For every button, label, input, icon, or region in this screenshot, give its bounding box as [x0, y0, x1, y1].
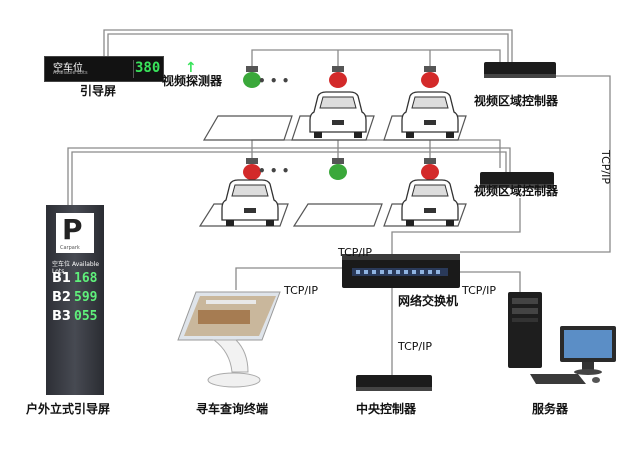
- guidance-sign: 空车位 Available Lots 380 ↑: [44, 56, 197, 82]
- kiosk-terminal: [177, 291, 281, 388]
- up-arrow-icon: ↑: [185, 60, 197, 76]
- tcpip-label-bottom: TCP/IP: [398, 340, 432, 353]
- sign-divider: [133, 60, 134, 78]
- zone-controller-2-label: 视频区域控制器: [474, 184, 559, 198]
- tcpip-label-top: TCP/IP: [338, 246, 372, 259]
- car-icon: [309, 91, 367, 138]
- detector-camera-4: [243, 158, 261, 180]
- guidance-sign-label: 引导屏: [80, 84, 117, 98]
- network-switch-label: 网络交换机: [398, 294, 459, 308]
- outdoor-tower-label: 户外立式引导屏: [26, 402, 111, 416]
- parking-space-row2-2: [292, 203, 383, 227]
- ellipsis-row2: • • •: [258, 164, 290, 178]
- tower-level: B1: [52, 271, 71, 286]
- video-zone-controller-1: [484, 62, 556, 78]
- zone-controller-1-label: 视频区域控制器: [474, 94, 559, 108]
- detector-camera-3: [421, 66, 439, 88]
- central-controller-label: 中央控制器: [356, 402, 417, 416]
- tcpip-label-vertical: TCP/IP: [599, 150, 612, 184]
- car-icon: [221, 179, 279, 226]
- central-controller: [356, 375, 432, 391]
- tower-row: B3 055: [52, 309, 100, 326]
- tower-count: 168: [74, 271, 98, 286]
- car-icon: [401, 179, 459, 226]
- sign-title-en: Available Lots: [53, 70, 88, 76]
- tower-header: 空车位 Available Lots: [52, 259, 104, 275]
- detector-camera-5: [329, 158, 347, 180]
- tower-row: B2 599: [52, 290, 100, 307]
- connection-lines: [67, 29, 611, 375]
- tower-count: 055: [74, 309, 98, 324]
- kiosk-label: 寻车查询终端: [196, 402, 269, 416]
- video-zone-controller-2: [480, 172, 554, 188]
- detector-camera-6: [421, 158, 439, 180]
- tower-header-en: Available Lots: [52, 261, 100, 275]
- detector-camera-2: [329, 66, 347, 88]
- server: [508, 292, 616, 384]
- tower-row: B1 168: [52, 271, 100, 288]
- video-detector-label: 视频探测器: [162, 74, 223, 88]
- tower-header-cn: 空车位: [52, 261, 71, 268]
- parking-space-row1-1: [202, 115, 293, 141]
- parking-logo: P Carpark: [56, 213, 94, 253]
- parking-p-letter: P: [62, 213, 83, 246]
- server-label: 服务器: [532, 402, 569, 416]
- sign-count: 380: [135, 60, 161, 76]
- tower-level: B3: [52, 309, 71, 324]
- sign-title-cn: 空车位: [53, 63, 83, 74]
- outdoor-guidance-tower: P Carpark 空车位 Available Lots B1 168 B2 5…: [46, 205, 104, 395]
- tower-level: B2: [52, 290, 71, 305]
- ellipsis-row1: • • •: [258, 74, 290, 88]
- carpark-text: Carpark: [60, 245, 80, 251]
- network-switch: [342, 254, 460, 288]
- car-icon: [401, 91, 459, 138]
- tower-count: 599: [74, 290, 98, 305]
- detector-camera-1: [243, 66, 261, 88]
- tcpip-label-right: TCP/IP: [462, 284, 496, 297]
- tcpip-label-left: TCP/IP: [284, 284, 318, 297]
